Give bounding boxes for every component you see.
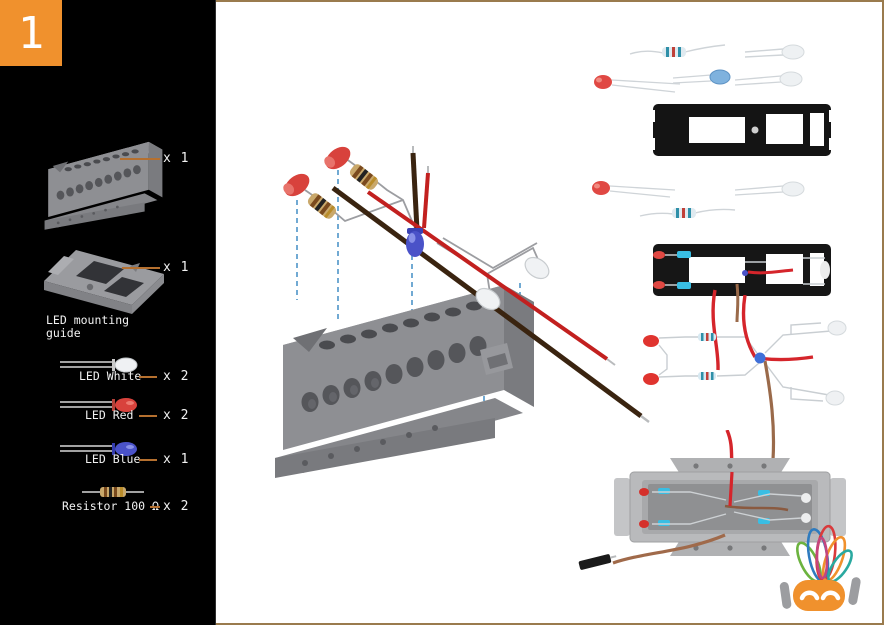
led-red-illustration (60, 398, 137, 412)
part-count: x 2 (163, 369, 190, 384)
parts-sidebar: 1 (0, 0, 216, 625)
part-count: x 2 (163, 408, 190, 423)
chassis-3d-model (275, 285, 534, 478)
exploded-assembly-diagram (275, 146, 650, 478)
wire-tip (606, 358, 616, 366)
red-wire-in (741, 295, 757, 358)
part-count: x 2 (163, 499, 190, 514)
part-label: Resistor 100 Ω (62, 499, 159, 513)
blue-led-photo (672, 69, 731, 85)
brown-wire-down (763, 360, 776, 461)
part-label: LED White (79, 369, 142, 383)
brown-wire-dangling (735, 283, 740, 323)
red-led-1 (283, 173, 310, 197)
led-white-illustration (60, 357, 138, 373)
photo-step-3-wired-loom (643, 295, 847, 461)
leader-line (120, 158, 160, 160)
step-number-badge: 1 (0, 0, 62, 66)
part-label: LED Red (85, 408, 134, 422)
wire-tip (640, 415, 650, 423)
blue-led-photo (754, 352, 766, 364)
leader-dash (139, 376, 157, 378)
robot-arm-right (848, 577, 861, 605)
white-led-photo (734, 181, 805, 197)
photo-step-4-chassis-assembled (578, 430, 846, 570)
robot-arm-left (779, 582, 792, 609)
part-count: x 1 (163, 452, 190, 467)
white-led-2 (475, 287, 501, 311)
resistor-photo (698, 333, 716, 380)
leader-dash (139, 459, 157, 461)
red-led-2 (324, 146, 351, 170)
led-blue-illustration (60, 442, 137, 456)
wire-hair-icon (796, 524, 853, 583)
red-led-photo (592, 181, 676, 198)
leader-line (122, 267, 160, 269)
white-led-photo (825, 390, 845, 406)
robot-eye-right (820, 590, 841, 601)
part-label: LED Blue (85, 452, 141, 466)
photo-step-2-guide-assembled (592, 181, 831, 371)
white-led-1 (524, 256, 550, 280)
loom-leads (658, 322, 832, 402)
black-guide-with-parts-photo (653, 244, 831, 296)
connector-plug (578, 554, 617, 570)
guide-caption: LED mounting guide (46, 313, 130, 340)
step-number: 1 (17, 7, 45, 59)
blue-led (406, 228, 424, 257)
robot-eye-left (799, 590, 820, 601)
part-count: x 1 (163, 151, 190, 166)
brown-wire-vertical (410, 152, 420, 231)
red-wire-dangling (711, 289, 720, 371)
photo-step-1-parts (594, 44, 835, 156)
resistor-photo (639, 208, 736, 218)
brown-wire-out (612, 533, 726, 565)
red-wire-vertical (422, 172, 430, 229)
resistor-photo (629, 44, 726, 57)
leader-dash (150, 506, 160, 508)
brand-logo (779, 524, 861, 611)
resistor-2 (349, 164, 379, 190)
red-led-photo (643, 335, 659, 385)
resistor-illustration (82, 487, 144, 497)
chassis-part-illustration (44, 141, 163, 230)
black-guide-photo (649, 104, 835, 156)
clear-led-photo (744, 44, 805, 60)
white-led-photo (827, 320, 847, 336)
guide-part-illustration (44, 250, 164, 314)
white-led-photo (734, 71, 803, 87)
red-wire-diagonal (366, 190, 609, 361)
resistor-1 (307, 193, 337, 219)
chassis-top-view-photo (614, 458, 846, 556)
red-led-photo (594, 75, 681, 93)
part-count: x 1 (163, 260, 190, 275)
robot-face-icon (793, 580, 845, 611)
leader-dash (139, 415, 157, 417)
